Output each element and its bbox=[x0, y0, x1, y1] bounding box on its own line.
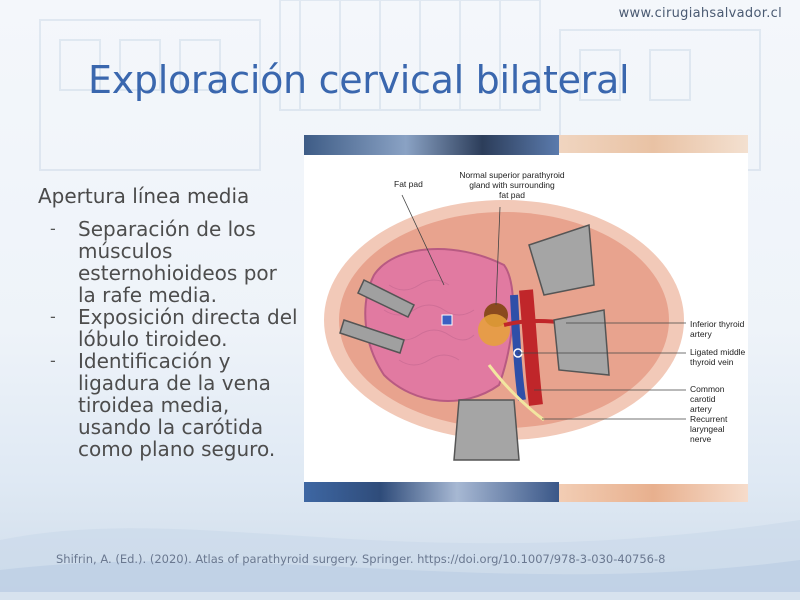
slide-subtitle: Apertura línea media bbox=[38, 184, 250, 208]
surgical-illustration: Fat pad Normal superior parathyroid glan… bbox=[304, 135, 748, 502]
recurrent-laryngeal-nerve bbox=[487, 364, 545, 422]
bullet-text: Separación de los músculos esternohioide… bbox=[78, 217, 277, 307]
label-inferior-thyroid-artery: Inferior thyroid artery bbox=[690, 319, 744, 339]
label-line: laryngeal nerve bbox=[690, 424, 725, 444]
label-line: artery bbox=[690, 404, 712, 414]
vein-clip bbox=[441, 314, 453, 326]
retractor-left-lower bbox=[339, 319, 405, 354]
fat-pad bbox=[478, 314, 510, 346]
retractor-bottom bbox=[453, 399, 520, 461]
label-recurrent-nerve: Recurrent laryngeal nerve bbox=[690, 414, 748, 444]
retractor-left-upper bbox=[357, 278, 416, 318]
label-parathyroid-line: Normal superior parathyroid bbox=[459, 170, 565, 180]
photo-strip bbox=[304, 135, 559, 155]
thyroid-lobe bbox=[364, 248, 515, 402]
bullet-text: Exposición directa del lóbulo tiroideo. bbox=[78, 305, 298, 351]
bullet-dash: - bbox=[50, 351, 56, 370]
bullet-dash: - bbox=[50, 307, 56, 326]
bullet-item: - Exposición directa del lóbulo tiroideo… bbox=[50, 306, 300, 350]
retractor-right-upper bbox=[528, 223, 595, 296]
slide-title: Exploración cervical bilateral bbox=[88, 58, 630, 102]
citation-text: Shifrin, A. (Ed.). (2020). Atlas of para… bbox=[56, 552, 666, 566]
retractor-right-lower bbox=[553, 309, 610, 376]
photo-strip bbox=[559, 135, 748, 153]
site-url: www.cirugiahsalvador.cl bbox=[618, 6, 782, 21]
bullet-item: - Separación de los músculos esternohioi… bbox=[50, 218, 300, 306]
bottom-wave-decoration bbox=[0, 520, 800, 600]
label-ligated-vein: Ligated middle thyroid vein bbox=[690, 347, 745, 367]
label-line: Recurrent bbox=[690, 414, 728, 424]
label-line: Ligated middle bbox=[690, 347, 746, 357]
label-parathyroid-line: gland with surrounding bbox=[469, 180, 555, 190]
bullet-dash: - bbox=[50, 219, 56, 238]
label-parathyroid: Normal superior parathyroid gland with s… bbox=[452, 170, 572, 200]
photo-strip bbox=[304, 482, 559, 502]
label-line: Common carotid bbox=[690, 384, 725, 404]
label-common-carotid: Common carotid artery bbox=[690, 384, 748, 414]
anatomy-drawing bbox=[324, 194, 686, 461]
bullet-list: - Separación de los músculos esternohioi… bbox=[50, 218, 300, 460]
label-line: thyroid vein bbox=[690, 357, 734, 367]
label-line: artery bbox=[690, 329, 712, 339]
bullet-text: Identificación y ligadura de la vena tir… bbox=[78, 349, 276, 461]
label-fat-pad: Fat pad bbox=[394, 179, 423, 189]
label-parathyroid-line: fat pad bbox=[499, 190, 525, 200]
label-line: Inferior thyroid bbox=[690, 319, 745, 329]
photo-strip bbox=[559, 484, 748, 502]
bullet-item: - Identificación y ligadura de la vena t… bbox=[50, 350, 300, 460]
